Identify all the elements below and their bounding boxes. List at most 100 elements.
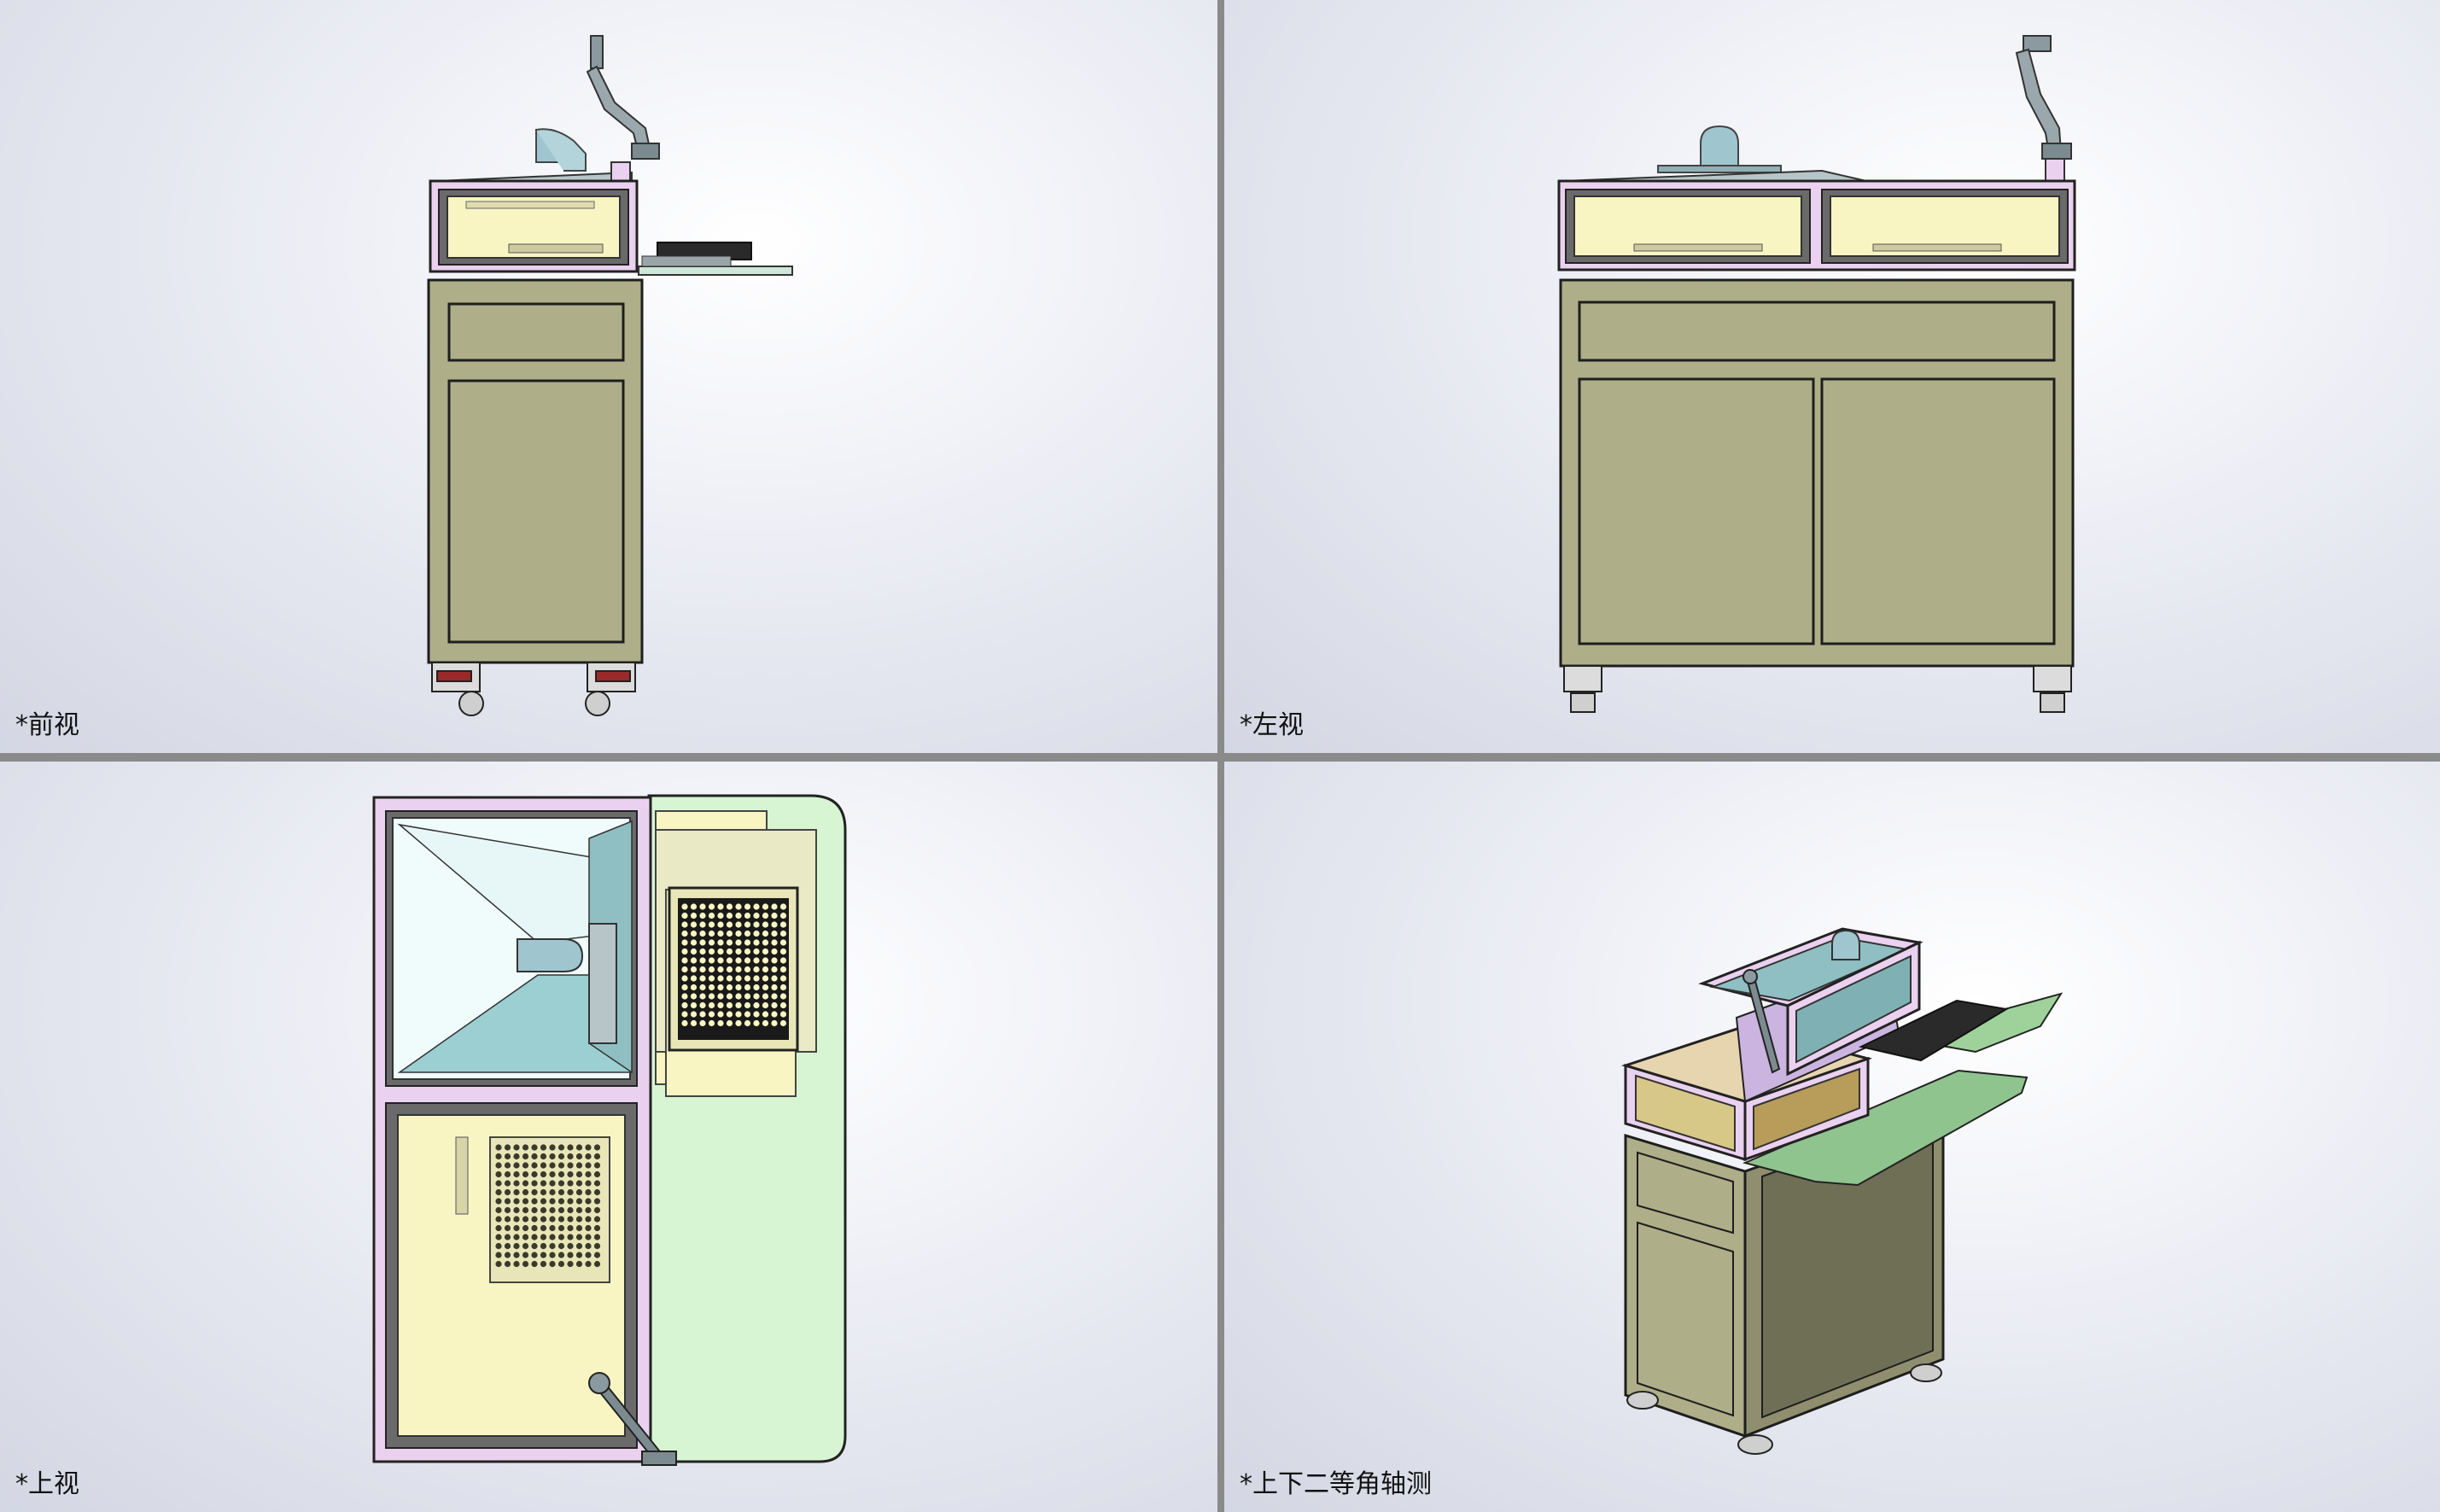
tray-hole xyxy=(708,966,715,973)
tray-hole xyxy=(699,984,706,991)
tray-hole xyxy=(744,957,751,964)
tray-hole xyxy=(593,1252,601,1258)
tray-hole xyxy=(593,1206,601,1214)
tray-hole xyxy=(744,1019,751,1027)
tray-hole xyxy=(495,1234,502,1241)
tray-hole xyxy=(681,993,688,1000)
tray-hole xyxy=(726,1011,733,1018)
tray-hole xyxy=(753,921,760,928)
tray-hole xyxy=(504,1153,511,1160)
tray-hole xyxy=(690,957,698,964)
tray-hole xyxy=(575,1216,583,1223)
tray-hole xyxy=(690,903,698,910)
tray-hole xyxy=(557,1260,565,1268)
viewport-front[interactable]: *前视 xyxy=(0,0,1217,753)
tray-hole xyxy=(549,1260,556,1268)
tray-hole xyxy=(513,1224,520,1232)
tray-hole xyxy=(708,921,715,928)
tray-hole xyxy=(567,1234,574,1241)
tray-hole xyxy=(726,921,733,928)
component-tray-right xyxy=(668,886,799,1052)
tray-hole xyxy=(762,921,769,928)
tray-hole xyxy=(779,984,787,991)
tray-hole xyxy=(726,1019,733,1027)
tray-hole xyxy=(513,1206,520,1214)
side-tray xyxy=(638,242,793,276)
tray-hole xyxy=(567,1153,574,1160)
tray-hole xyxy=(557,1224,565,1232)
tray-hole xyxy=(495,1242,502,1250)
exhaust-pipe xyxy=(535,128,587,172)
tray-hole xyxy=(690,948,698,955)
tray-hole xyxy=(699,948,706,955)
tray-hole xyxy=(567,1216,574,1223)
tray-hole xyxy=(699,975,706,982)
tray-hole xyxy=(735,993,742,1000)
tray-hole xyxy=(522,1224,529,1232)
tray-hole xyxy=(540,1170,547,1178)
tray-hole xyxy=(504,1216,511,1223)
tray-hole xyxy=(531,1242,538,1250)
fume-arm xyxy=(586,35,660,160)
tray-hole xyxy=(585,1234,592,1241)
tray-hole xyxy=(753,993,760,1000)
tray-hole xyxy=(557,1234,565,1241)
viewport-isometric[interactable]: *上下二等角轴测 xyxy=(1224,762,2440,1512)
tray-hole xyxy=(540,1242,547,1250)
tray-hole xyxy=(513,1234,520,1241)
view-label-isometric: *上下二等角轴测 xyxy=(1240,1469,1432,1499)
tray-hole xyxy=(681,975,688,982)
tray-hole xyxy=(522,1234,529,1241)
tray-hole xyxy=(690,984,698,991)
tray-hole xyxy=(575,1180,583,1187)
tray-hole xyxy=(735,912,742,919)
tray-hole xyxy=(504,1170,511,1178)
tray-hole xyxy=(495,1153,502,1160)
tray-hole xyxy=(735,903,742,910)
tray-hole xyxy=(540,1188,547,1196)
tray-hole xyxy=(531,1260,538,1268)
tray-hole xyxy=(753,975,760,982)
tray-hole xyxy=(549,1153,556,1160)
tray-hole xyxy=(593,1198,601,1205)
tray-hole xyxy=(540,1206,547,1214)
tray-hole xyxy=(717,984,724,991)
tray-hole xyxy=(681,939,688,946)
tray-hole xyxy=(540,1144,547,1151)
tray-hole xyxy=(726,1001,733,1009)
tray-hole xyxy=(690,912,698,919)
tray-hole xyxy=(699,930,706,937)
tray-hole xyxy=(735,948,742,955)
tray-hole xyxy=(753,984,760,991)
tray-hole xyxy=(717,939,724,946)
tray-hole xyxy=(779,975,787,982)
viewport-divider-horizontal[interactable] xyxy=(0,753,2440,762)
tray-hole xyxy=(549,1198,556,1205)
cabinet xyxy=(427,278,644,664)
tray-hole xyxy=(513,1216,520,1223)
viewport-left[interactable]: *左视 xyxy=(1224,0,2440,753)
tray-hole xyxy=(513,1162,520,1169)
tray-hole xyxy=(681,966,688,973)
tray-hole xyxy=(681,921,688,928)
viewport-top[interactable]: *上视 xyxy=(0,762,1217,1512)
tray-hole xyxy=(513,1144,520,1151)
tray-hole xyxy=(540,1153,547,1160)
tray-hole xyxy=(771,930,778,937)
tray-hole xyxy=(690,921,698,928)
tray-hole xyxy=(585,1162,592,1169)
tray-hole xyxy=(762,939,769,946)
tray-hole xyxy=(557,1216,565,1223)
hole-grids xyxy=(495,903,787,1268)
tray-hole xyxy=(513,1260,520,1268)
tray-hole xyxy=(549,1180,556,1187)
tray-hole xyxy=(575,1162,583,1169)
tray-hole xyxy=(585,1206,592,1214)
tray-hole xyxy=(762,912,769,919)
tray-hole xyxy=(593,1216,601,1223)
tray-hole xyxy=(717,912,724,919)
tray-hole xyxy=(681,957,688,964)
tray-hole xyxy=(771,1019,778,1027)
tray-hole xyxy=(690,1011,698,1018)
tray-hole xyxy=(549,1206,556,1214)
